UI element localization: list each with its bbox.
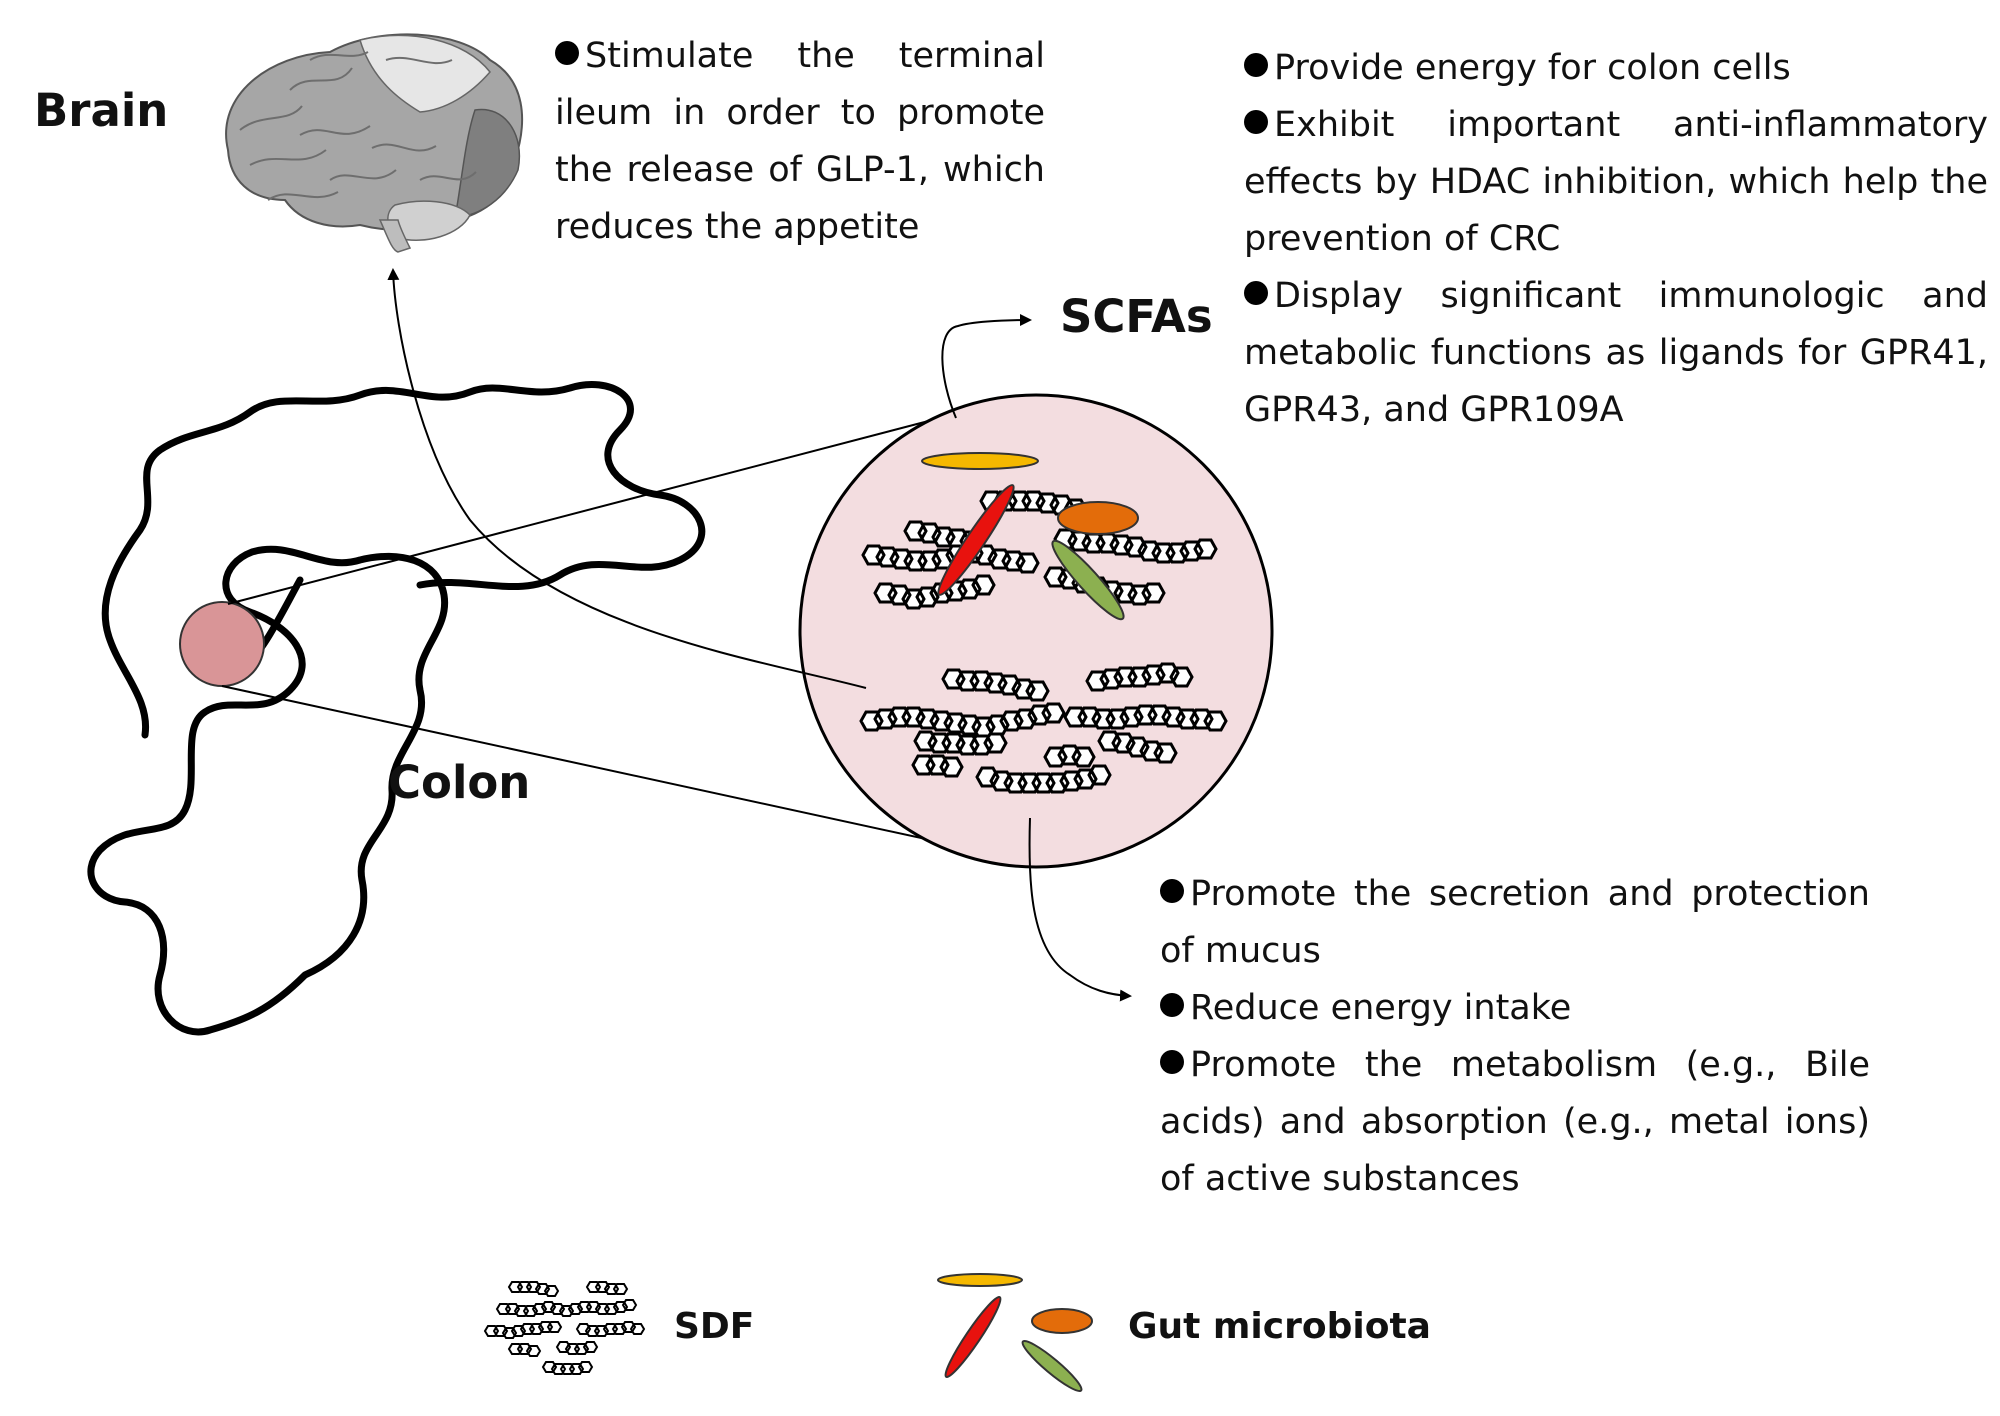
colon-highlight-spot	[179, 601, 265, 687]
scfa-effect-item: Provide energy for colon cells	[1244, 40, 1988, 97]
arrow-to-brain	[387, 268, 867, 689]
zoom-line-upper	[227, 417, 941, 605]
bullet-icon	[1244, 110, 1268, 134]
legend-sdf-icon	[483, 1281, 646, 1375]
bullet-icon	[1244, 53, 1268, 77]
legend-microbiota-icon	[937, 1273, 1093, 1393]
label-brain: Brain	[34, 84, 169, 137]
bullet-icon	[1244, 281, 1268, 305]
brain-effects: Stimulate the terminal ileum in order to…	[555, 28, 1045, 256]
scfa-effect-item: Display significant immunologic and meta…	[1244, 276, 1988, 430]
bullet-icon	[1160, 879, 1184, 903]
scfa-effect-item: Exhibit important anti-inflammatory effe…	[1244, 105, 1988, 259]
legend-bacterium-red	[944, 1296, 1002, 1378]
legend-bacterium-yellow	[937, 1273, 1023, 1287]
bacterium-yellow	[921, 452, 1039, 470]
brain-illustration	[225, 33, 524, 253]
bacterium-green	[1051, 539, 1125, 621]
zoomed-colon-view	[798, 393, 1274, 869]
colon-effect-item: Promote the metabolism (e.g., Bile acids…	[1160, 1045, 1870, 1199]
colon-effect-item: Promote the secretion and protection of …	[1160, 874, 1870, 971]
bullet-icon	[1160, 993, 1184, 1017]
sdf-chains	[859, 490, 1228, 794]
arrow-to-colon-effects	[1028, 817, 1132, 1002]
colon-effect-item: Reduce energy intake	[1160, 980, 1870, 1037]
legend-bacterium-orange	[1031, 1308, 1093, 1334]
bullet-icon	[555, 41, 579, 65]
bacterium-red	[937, 484, 1015, 596]
label-scfas: SCFAs	[1060, 290, 1213, 343]
bacterium-orange	[1057, 501, 1139, 535]
legend-sdf-label: SDF	[674, 1306, 755, 1347]
brain-stem	[378, 219, 412, 253]
legend-bacterium-green	[1021, 1339, 1083, 1393]
brain-parietal-lobe	[359, 34, 491, 113]
colon-effects: Promote the secretion and protection of …	[1160, 866, 1870, 1208]
scfa-effects: Provide energy for colon cells Exhibit i…	[1244, 40, 1988, 439]
brain-effect-item: Stimulate the terminal ileum in order to…	[555, 36, 1045, 247]
arrow-to-scfas	[941, 314, 1032, 419]
colon-outline	[87, 381, 706, 1036]
zoom-line-lower	[221, 685, 959, 847]
brain-occipital-lobe	[454, 108, 521, 219]
bullet-icon	[1160, 1050, 1184, 1074]
label-colon: Colon	[388, 756, 531, 809]
legend-microbiota-label: Gut microbiota	[1128, 1306, 1431, 1347]
